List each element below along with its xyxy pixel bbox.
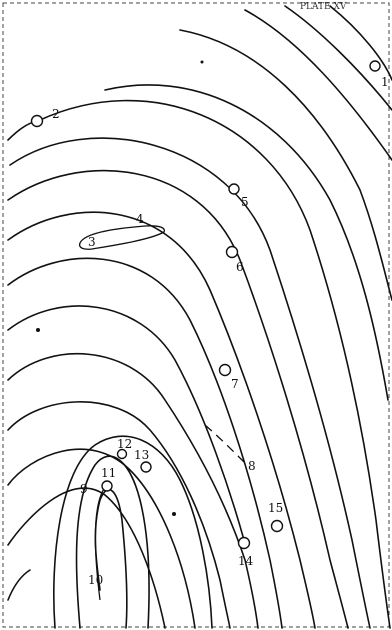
pore-dot <box>201 61 204 64</box>
marker-label-8: 8 <box>248 459 256 473</box>
ridge-line <box>8 306 244 540</box>
marker-label-6: 6 <box>236 260 244 274</box>
marker-label-9: 9 <box>80 482 88 496</box>
marker-circle-7 <box>220 365 231 376</box>
marker-circle-13 <box>141 462 151 472</box>
pore-dot <box>36 328 40 332</box>
ridge-line <box>40 101 390 628</box>
ridge-line <box>8 570 30 600</box>
ridge-line <box>10 138 370 628</box>
figure-frame <box>3 3 389 627</box>
pore-dot <box>172 512 176 516</box>
marker-circle-11 <box>102 481 112 491</box>
marker-circle-6 <box>227 247 238 258</box>
marker-circle-2 <box>32 116 43 127</box>
marker-label-4: 4 <box>136 212 144 226</box>
marker-label-11: 11 <box>101 466 116 480</box>
marker-label-7: 7 <box>231 377 239 391</box>
core-loop-center <box>95 490 126 628</box>
marker-label-5: 5 <box>241 195 249 209</box>
marker-label-3: 3 <box>88 235 96 249</box>
marker-label-13: 13 <box>134 448 149 462</box>
ridge-line <box>8 171 348 628</box>
header-text: PLATE XV <box>300 2 347 12</box>
ridge-line <box>330 6 392 80</box>
ridge-line <box>180 30 392 300</box>
marker-label-1: 1 <box>381 75 389 89</box>
marker-label-10: 10 <box>88 573 103 587</box>
ridge-line <box>8 258 282 628</box>
marker-label-2: 2 <box>52 107 60 121</box>
marker-circle-1 <box>370 61 380 71</box>
marker-circle-14 <box>239 538 250 549</box>
marker-circle-5 <box>229 184 239 194</box>
marker-label-12: 12 <box>117 437 132 451</box>
ridge-line <box>8 354 258 628</box>
marker-label-14: 14 <box>238 554 254 568</box>
marker-label-15: 15 <box>268 501 283 515</box>
ridge-lines <box>8 6 392 628</box>
minutia-markers: 1 2 3 4 5 6 7 8 9 10 11 12 13 14 15 <box>32 61 389 587</box>
ridge-line <box>285 6 392 110</box>
marker-circle-15 <box>272 521 283 532</box>
